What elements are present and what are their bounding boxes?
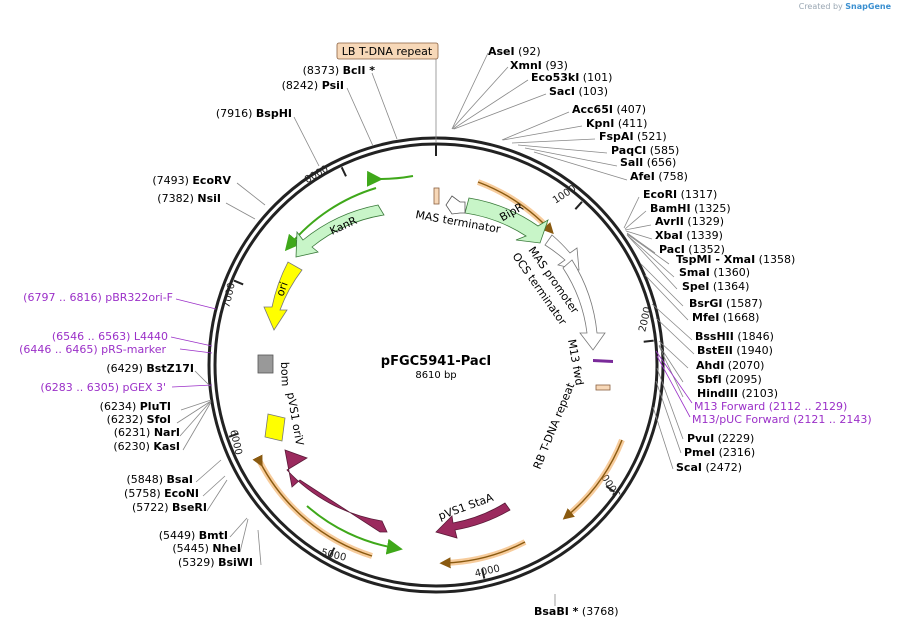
site-label: (6234) PluTI (100, 400, 171, 413)
primer-label: (6546 .. 6563) L4440 (52, 330, 168, 343)
site-label: HindIII (2103) (697, 387, 778, 400)
site-label: BssHII (1846) (695, 330, 774, 343)
site-label: SalI (656) (620, 156, 676, 169)
tick-mark (328, 547, 336, 557)
site-label: BamHI (1325) (650, 202, 731, 215)
tick-mark (574, 201, 583, 210)
tick-mark (228, 432, 239, 438)
plasmid-length: 8610 bp (415, 370, 456, 381)
site-label: XbaI (1339) (655, 229, 723, 242)
site-label: (5449) BmtI (159, 529, 228, 542)
site-label: BsrGI (1587) (689, 297, 763, 310)
site-label: (5722) BseRI (132, 501, 207, 514)
site-label: (5329) BsiWI (178, 556, 253, 569)
site-lines (176, 52, 695, 606)
site-label: (5445) NheI (172, 542, 241, 555)
primer-label: (6446 .. 6465) pRS-marker (19, 343, 166, 356)
staa-feature (435, 502, 511, 539)
orange-arc-3-line (439, 541, 526, 569)
primer-lines (170, 298, 693, 418)
bipr-feature (464, 197, 549, 244)
site-label: Acc65I (407) (572, 103, 646, 116)
site-label: SmaI (1360) (679, 266, 750, 279)
bom-label: bom (278, 362, 292, 387)
primer-label: M13/pUC Forward (2121 .. 2143) (692, 413, 872, 426)
repa-feature (284, 449, 388, 533)
site-label: ScaI (2472) (676, 461, 742, 474)
site-label: (5848) BsaI (126, 473, 193, 486)
lb-label: LB T-DNA repeat (342, 45, 433, 58)
site-label: AfeI (758) (630, 170, 688, 183)
m13-fwd-feature (593, 359, 613, 363)
tick-mark (233, 279, 244, 286)
site-label: (7382) NsiI (157, 192, 221, 205)
site-label: Eco53kI (101) (531, 71, 612, 84)
mas-terminator-feature (445, 195, 466, 215)
orfv-label: pVS1 oriV (284, 391, 306, 447)
snapgene-credit: Created by SnapGene (799, 2, 891, 11)
site-label: SbfI (2095) (697, 373, 762, 386)
primer-label: M13 Forward (2112 .. 2129) (694, 400, 847, 413)
site-label: SacI (103) (549, 85, 608, 98)
site-label: (6429) BstZ17I (106, 362, 194, 375)
ocs-terminator-feature (562, 259, 606, 351)
site-label: SpeI (1364) (682, 280, 749, 293)
site-label: (8242) PsiI (282, 79, 344, 92)
site-label: (7493) EcoRV (152, 174, 231, 187)
plasmid-name: pFGC5941-PacI (381, 354, 491, 369)
lb-tdna-feature (433, 187, 440, 205)
tick-label: 8000 (303, 164, 331, 186)
site-label: MfeI (1668) (692, 311, 759, 324)
site-labels-left: (8373) BclI * (8242) PsiI (7916) BspHI (749… (100, 64, 376, 569)
site-label: (6232) SfoI (107, 413, 171, 426)
site-label: (7916) BspHI (216, 107, 292, 120)
lb-label-box (336, 42, 439, 60)
primer-label: (6283 .. 6305) pGEX 3' (40, 381, 166, 394)
site-label: KpnI (411) (586, 117, 647, 130)
orfv-feature (264, 413, 286, 442)
site-label: PacI (1352) (659, 243, 725, 256)
kanr-feature (295, 204, 385, 258)
site-label: BsaBI * (3768) (534, 605, 619, 618)
site-label: BstEII (1940) (697, 344, 773, 357)
tick-mark (643, 339, 654, 343)
site-label: FspAI (521) (599, 130, 667, 143)
site-label: AseI (92) (488, 45, 541, 58)
rb-label: RB T-DNA repeat (531, 380, 578, 471)
site-label: XmnI (93) (510, 59, 568, 72)
primer-label: (6797 .. 6816) pBR322ori-F (23, 291, 173, 304)
ori-label: ori (274, 280, 291, 298)
site-label: AhdI (2070) (696, 359, 764, 372)
tick-mark (481, 568, 486, 579)
site-label: AvrII (1329) (655, 215, 724, 228)
rb-tdna-feature (595, 384, 611, 391)
site-label: PvuI (2229) (687, 432, 754, 445)
site-label: PaqCI (585) (611, 144, 679, 157)
green-arc-bottom (306, 505, 403, 555)
site-label: (8373) BclI * (303, 64, 376, 77)
m13-fwd-label: M13 fwd (565, 338, 586, 386)
orange-arc-3 (444, 539, 527, 566)
site-label: (6231) NarI (114, 426, 180, 439)
site-label: (6230) KasI (113, 440, 180, 453)
orange-arc-4-line (252, 454, 373, 557)
credit-brand: SnapGene (845, 2, 891, 11)
site-label: PmeI (2316) (684, 446, 755, 459)
site-labels-right: AseI (92)XmnI (93)Eco53kI (101)SacI (103… (488, 45, 795, 618)
site-label: (5758) EcoNI (124, 487, 199, 500)
tick-mark (605, 485, 616, 493)
orange-arc-2-line (562, 439, 623, 520)
bom-feature (257, 354, 274, 374)
tick-mark (340, 166, 347, 177)
site-label: EcoRI (1317) (643, 188, 717, 201)
site-label: TspMI - XmaI (1358) (676, 253, 795, 266)
green-arc-top (366, 170, 414, 187)
ori-feature (263, 261, 303, 331)
credit-prefix: Created by (798, 2, 843, 11)
primer-labels: (6797 .. 6816) pBR322ori-F (6546 .. 6563)… (19, 291, 872, 426)
